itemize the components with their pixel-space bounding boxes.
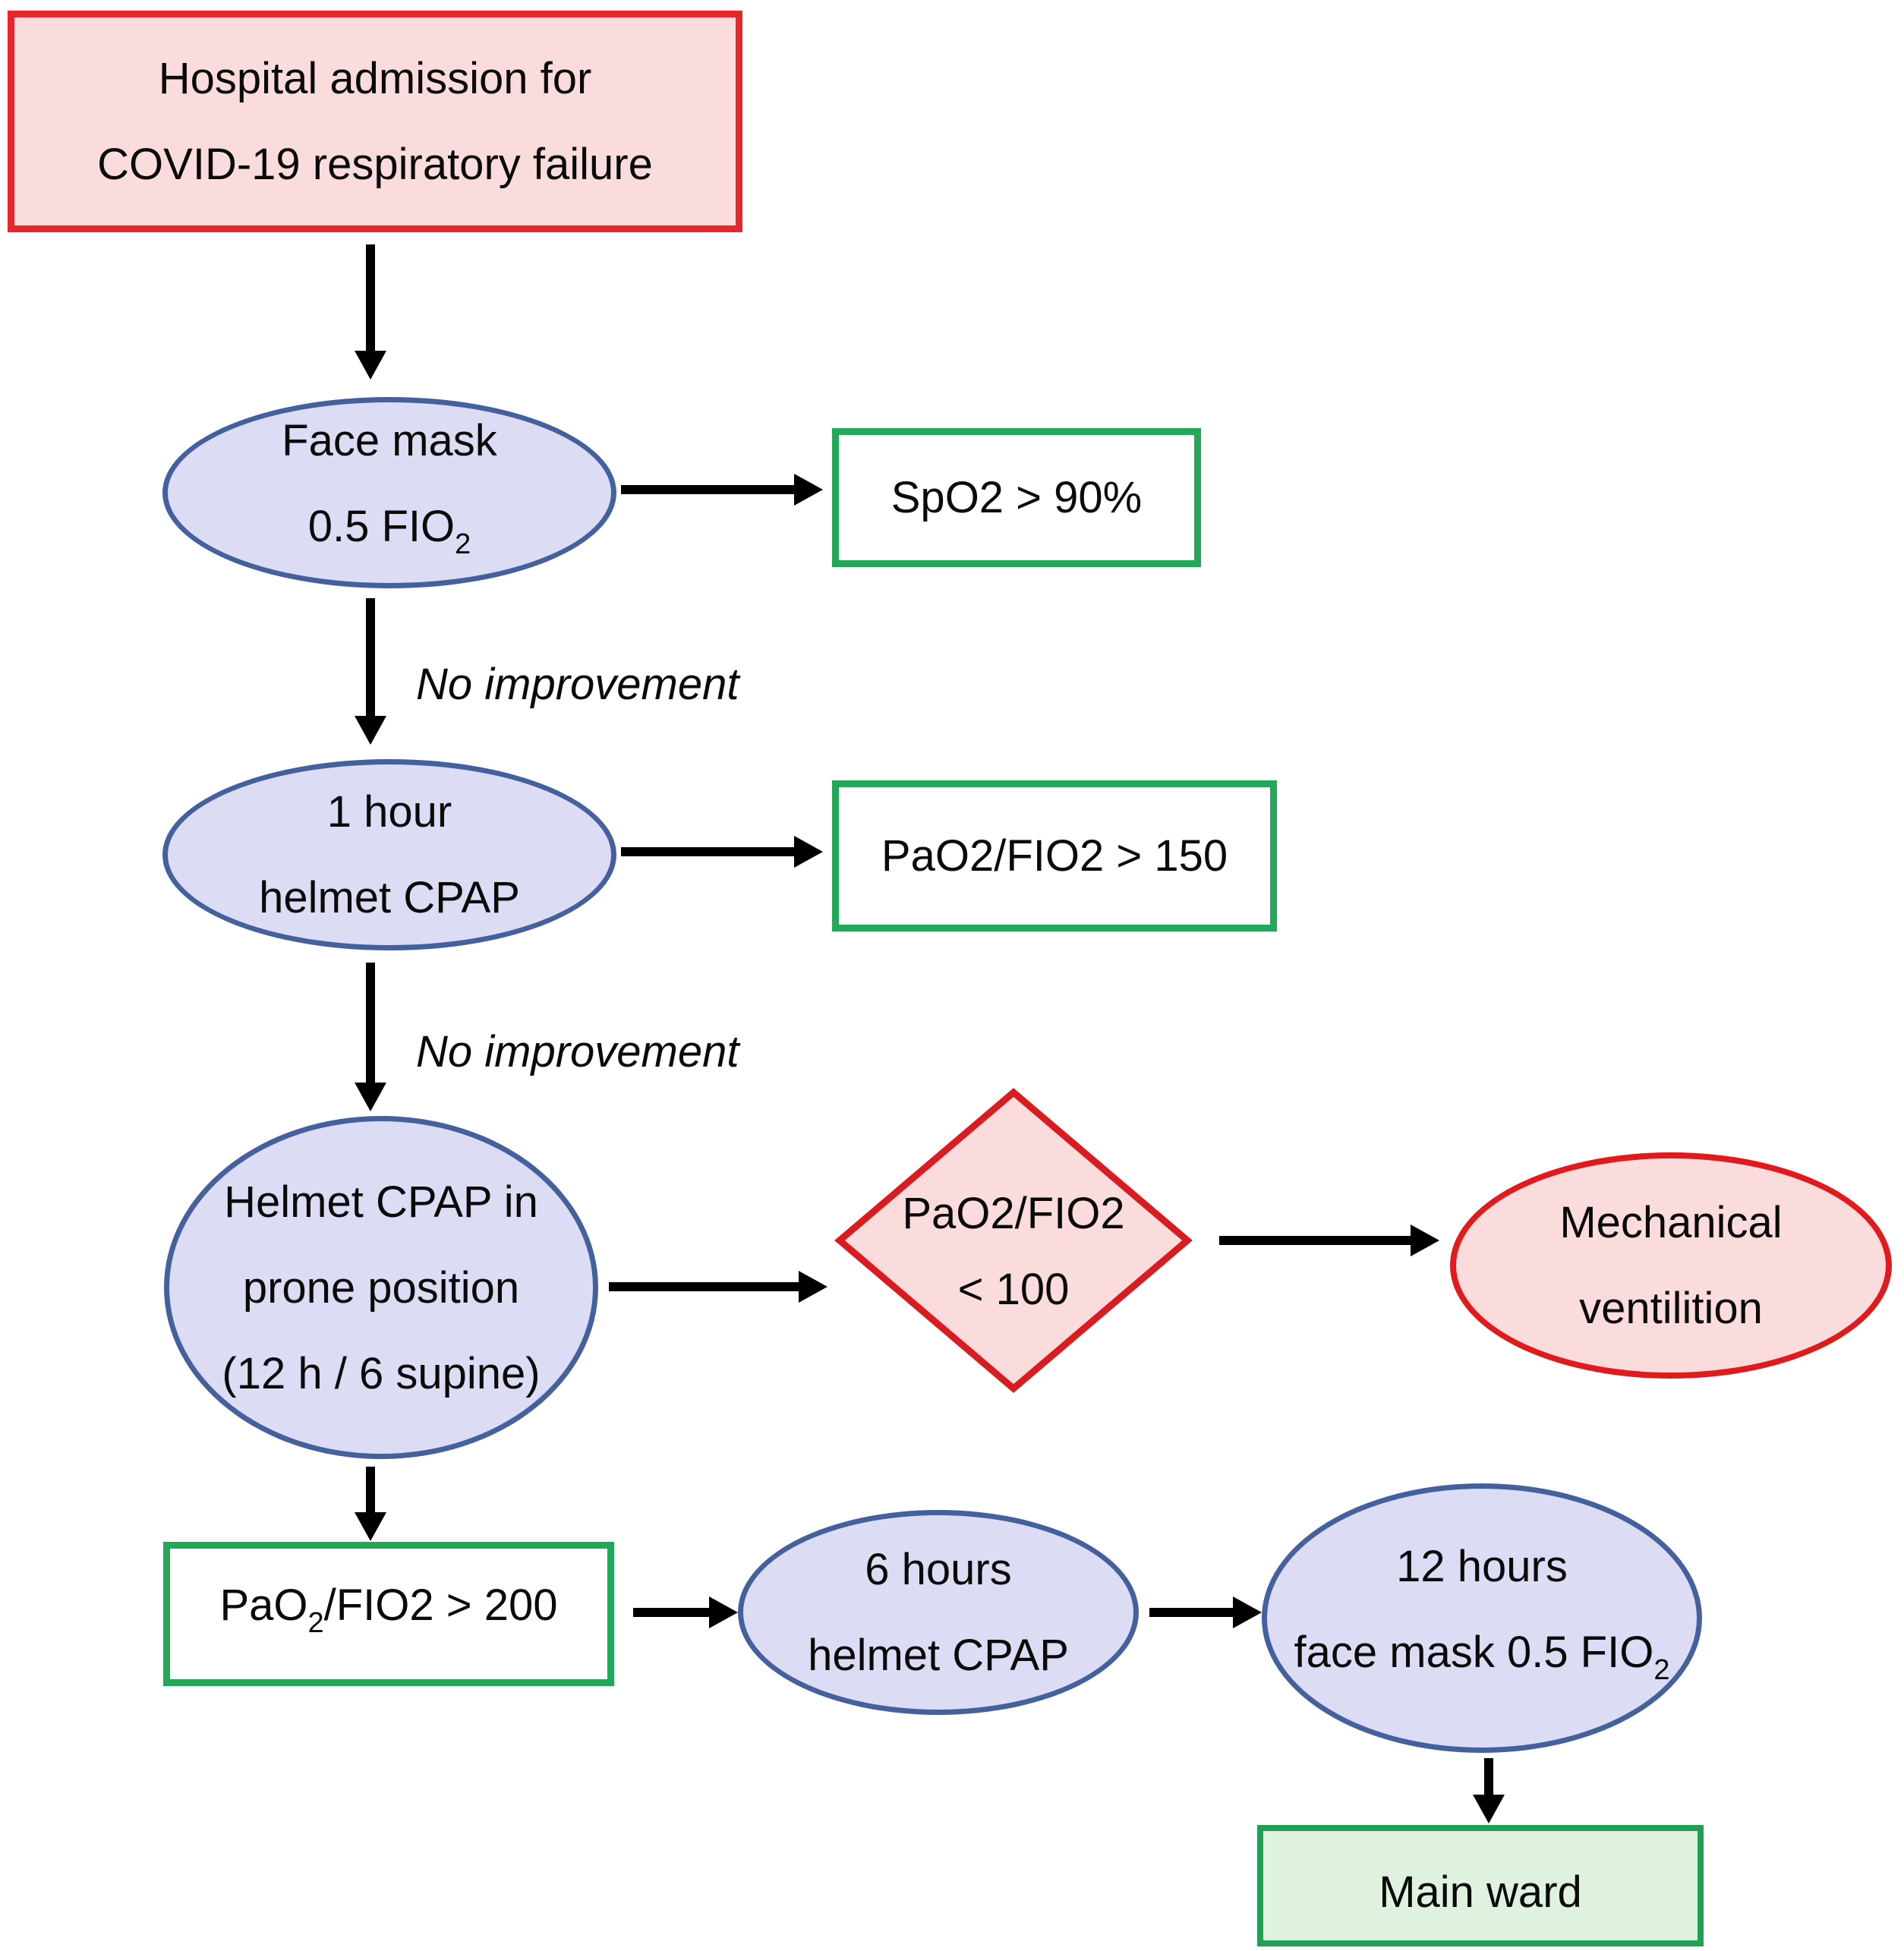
arrow-cpap1h-to-prone bbox=[366, 963, 375, 1083]
arrow-facemask-to-cpap1h bbox=[366, 598, 375, 716]
spo2-criteria-box: SpO2 > 90% bbox=[832, 428, 1201, 567]
cpap-6h-ellipse: 6 hours helmet CPAP bbox=[738, 1510, 1139, 1715]
cpap-1h-ellipse: 1 hour helmet CPAP bbox=[162, 759, 616, 950]
pao150-label: PaO2/FIO2 > 150 bbox=[881, 831, 1228, 881]
admission-line1: Hospital admission for bbox=[158, 54, 592, 103]
arrow-facemask12-to-mainward bbox=[1484, 1758, 1493, 1795]
no-improvement-label-1: No improvement bbox=[416, 660, 739, 709]
cpap1h-line1: 1 hour bbox=[326, 787, 452, 837]
prone-line3: (12 h / 6 supine) bbox=[222, 1348, 541, 1398]
no-improvement-label-2: No improvement bbox=[416, 1027, 739, 1076]
arrow-pao200-to-cpap6h bbox=[633, 1608, 709, 1617]
facemask-ellipse: Face mask 0.5 FIO2 bbox=[162, 397, 616, 588]
facemask-line1: Face mask bbox=[282, 416, 497, 465]
prone-line2: prone position bbox=[242, 1262, 520, 1313]
cpap6h-line2: helmet CPAP bbox=[808, 1631, 1069, 1680]
cpap6h-line1: 6 hours bbox=[865, 1545, 1012, 1594]
facemask-12h-ellipse: 12 hours face mask 0.5 FIO2 bbox=[1262, 1483, 1702, 1753]
mechanical-ventilation-ellipse: Mechanical ventilition bbox=[1450, 1152, 1892, 1379]
main-ward-box: Main ward bbox=[1257, 1825, 1704, 1946]
spo2-label: SpO2 > 90% bbox=[891, 473, 1143, 522]
pao2-fio2-150-box: PaO2/FIO2 > 150 bbox=[832, 780, 1277, 931]
arrow-facemask-to-spo2 bbox=[621, 485, 794, 494]
diamond-text: PaO2/FIO2 < 100 bbox=[834, 1088, 1193, 1393]
pao100-line1: PaO2/FIO2 bbox=[902, 1189, 1125, 1238]
mainward-label: Main ward bbox=[1379, 1867, 1582, 1917]
pao200-part2: /FIO2 > 200 bbox=[323, 1580, 558, 1630]
admission-line2: COVID-19 respiratory failure bbox=[97, 140, 653, 189]
facemask12-line2-sub: 2 bbox=[1653, 1653, 1670, 1686]
cpap1h-line2: helmet CPAP bbox=[259, 873, 520, 922]
prone-line1: Helmet CPAP in bbox=[224, 1177, 538, 1227]
arrow-cpap1h-to-pao150 bbox=[621, 847, 794, 856]
facemask-line2: 0.5 FIO2 bbox=[308, 484, 471, 588]
arrow-admission-to-facemask bbox=[366, 244, 375, 351]
facemask-line2-main: 0.5 FIO bbox=[307, 502, 456, 551]
facemask-line2-sub: 2 bbox=[455, 528, 471, 560]
mechvent-line2: ventilition bbox=[1579, 1284, 1763, 1333]
pao200-label: PaO2/FIO2 > 200 bbox=[219, 1562, 557, 1666]
facemask12-line1: 12 hours bbox=[1396, 1541, 1568, 1591]
facemask12-line2-main: face mask 0.5 FIO bbox=[1294, 1627, 1654, 1677]
arrow-cpap6h-to-facemask12 bbox=[1149, 1608, 1233, 1617]
pao100-line2: < 100 bbox=[957, 1265, 1070, 1314]
arrow-prone-to-pao200 bbox=[366, 1467, 375, 1512]
diamond-shape bbox=[834, 1088, 1193, 1393]
facemask12-line2: face mask 0.5 FIO2 bbox=[1294, 1609, 1670, 1713]
pao2-fio2-100-diamond: PaO2/FIO2 < 100 bbox=[834, 1088, 1193, 1393]
prone-cpap-ellipse: Helmet CPAP in prone position (12 h / 6 … bbox=[164, 1116, 598, 1459]
mechvent-line1: Mechanical bbox=[1559, 1198, 1783, 1247]
pao200-part1-sub: 2 bbox=[307, 1606, 324, 1639]
arrow-prone-to-pao100 bbox=[609, 1282, 799, 1291]
arrow-pao100-to-mechvent bbox=[1219, 1236, 1411, 1245]
pao200-part1: PaO bbox=[219, 1580, 308, 1630]
admission-box: Hospital admission for COVID-19 respirat… bbox=[8, 11, 742, 232]
pao2-fio2-200-box: PaO2/FIO2 > 200 bbox=[163, 1542, 614, 1686]
